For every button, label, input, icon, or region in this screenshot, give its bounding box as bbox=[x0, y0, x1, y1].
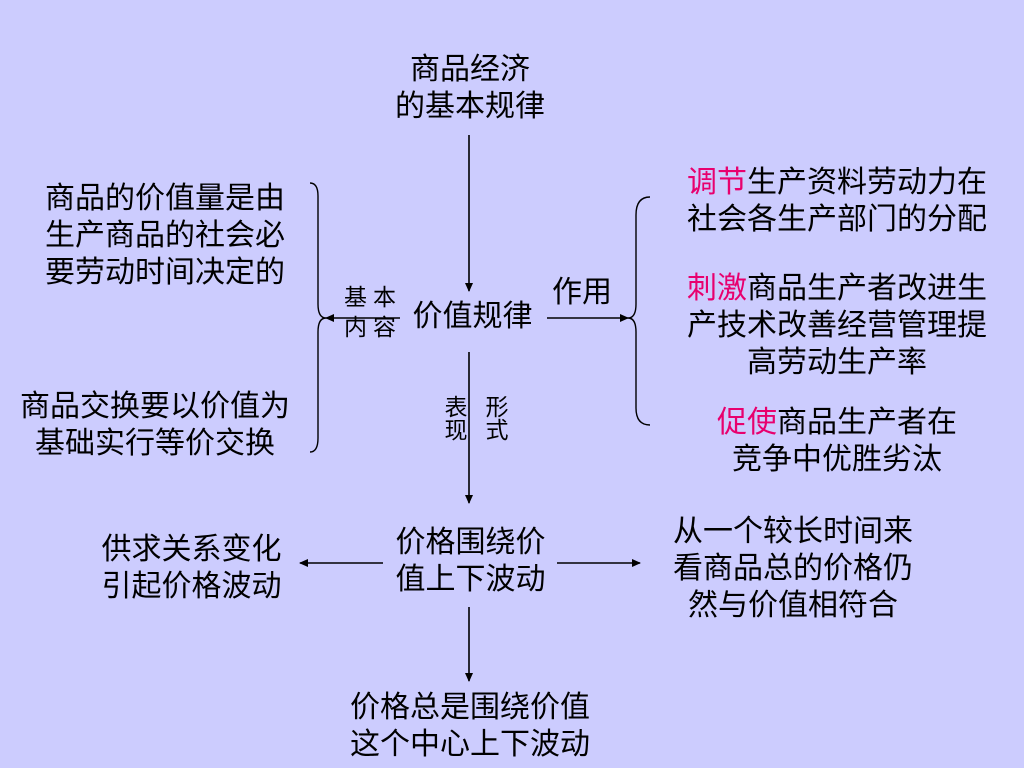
content-item-line: 商品的价值量是由 bbox=[45, 181, 285, 216]
effect-item-promote: 促使商品生产者在 竞争中优胜劣汰 bbox=[652, 404, 1022, 478]
effect-item-line: 高劳动生产率 bbox=[747, 345, 927, 380]
effect-keyword: 促使 bbox=[717, 405, 777, 440]
top-node: 商品经济 的基本规律 bbox=[360, 51, 580, 125]
effect-item-regulate: 调节生产资料劳动力在 社会各生产部门的分配 bbox=[652, 164, 1022, 238]
effect-label: 作用 bbox=[552, 275, 612, 310]
effect-item-line: 调节生产资料劳动力在 bbox=[687, 165, 987, 200]
bottom-node: 价格总是围绕价值 这个中心上下波动 bbox=[320, 689, 620, 763]
content-item-line: 生产商品的社会必 bbox=[45, 218, 285, 253]
effect-keyword: 刺激 bbox=[687, 271, 747, 306]
effect-item-line: 竞争中优胜劣汰 bbox=[732, 442, 942, 477]
right-brace bbox=[627, 196, 651, 426]
content-item-value-quantity: 商品的价值量是由 生产商品的社会必 要劳动时间决定的 bbox=[20, 180, 310, 291]
bottom-node-line1: 价格总是围绕价值 bbox=[350, 690, 590, 725]
left-result-line1: 供求关系变化 bbox=[101, 532, 282, 567]
content-item-equal-exchange: 商品交换要以价值为 基础实行等价交换 bbox=[0, 388, 310, 462]
effect-item-line: 刺激商品生产者改进生 bbox=[687, 271, 987, 306]
right-result-line3: 然与价值相符合 bbox=[688, 588, 898, 623]
left-brace bbox=[309, 182, 327, 453]
effect-item-line: 产技术改善经营管理提 bbox=[687, 308, 987, 343]
effect-item-stimulate: 刺激商品生产者改进生 产技术改善经营管理提 高劳动生产率 bbox=[652, 270, 1022, 381]
content-label-line1: 基本 bbox=[344, 285, 402, 311]
form-node-line2: 值上下波动 bbox=[395, 562, 546, 597]
form-label-text: 表现 bbox=[440, 395, 466, 441]
effect-item-line: 社会各生产部门的分配 bbox=[687, 202, 987, 237]
content-item-line: 基础实行等价交换 bbox=[35, 426, 275, 461]
form-label-col1: 表现 bbox=[437, 395, 467, 441]
right-result: 从一个较长时间来 看商品总的价格仍 然与价值相符合 bbox=[648, 513, 938, 624]
top-node-line2: 的基本规律 bbox=[395, 89, 545, 124]
form-label-col2: 形式 bbox=[478, 395, 508, 441]
right-result-line1: 从一个较长时间来 bbox=[673, 514, 913, 549]
form-node-line1: 价格围绕价 bbox=[395, 525, 546, 560]
content-item-line: 商品交换要以价值为 bbox=[20, 389, 290, 424]
right-result-line2: 看商品总的价格仍 bbox=[673, 551, 913, 586]
form-node: 价格围绕价 值上下波动 bbox=[383, 524, 558, 598]
effect-item-line: 促使商品生产者在 bbox=[717, 405, 957, 440]
content-label: 基本 内容 bbox=[338, 283, 408, 343]
bottom-node-line2: 这个中心上下波动 bbox=[350, 727, 590, 762]
top-node-line1: 商品经济 bbox=[410, 52, 530, 87]
effect-keyword: 调节 bbox=[687, 165, 747, 200]
content-label-line2: 内容 bbox=[344, 315, 402, 341]
form-label-text: 形式 bbox=[481, 395, 507, 441]
left-result-line2: 引起价格波动 bbox=[101, 569, 282, 604]
left-result: 供求关系变化 引起价格波动 bbox=[84, 531, 299, 605]
content-item-line: 要劳动时间决定的 bbox=[45, 255, 285, 290]
center-node: 价值规律 bbox=[412, 299, 533, 334]
